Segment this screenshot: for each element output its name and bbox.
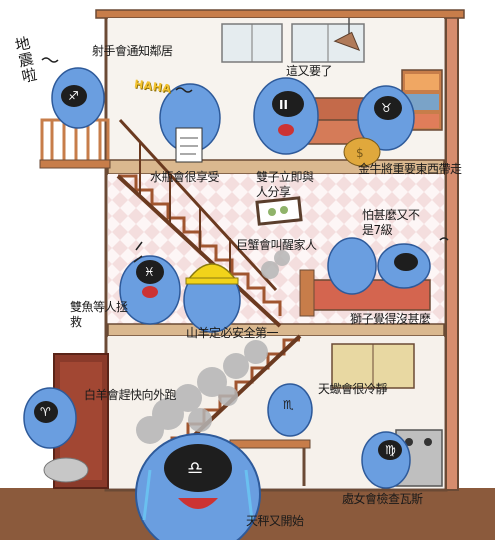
lamp-icon: [333, 18, 361, 51]
virgo-sign: ♍: [385, 443, 396, 457]
sagittarius-character: [51, 67, 105, 129]
libra-sign: ♎: [187, 458, 204, 479]
virgo-character: [361, 431, 411, 489]
aries-character: [23, 387, 89, 483]
gemini-fake-label: 這又要了: [286, 64, 333, 78]
pisces-character: [119, 255, 181, 325]
taurus-character: $: [343, 85, 415, 167]
aquarius-character: [159, 83, 221, 163]
shake-lines: [41, 57, 449, 263]
sagittarius-sign: ♐: [68, 89, 79, 103]
virgo-afraid-label: 怕甚麼又不是7級: [362, 208, 420, 237]
leo-label: 獅子覺得沒甚麼: [350, 312, 431, 326]
gemini-label: 雙子立即與人分享: [256, 170, 314, 199]
gemini-sign: II: [279, 98, 288, 112]
cancer-character: [327, 237, 377, 295]
taurus-sign: ♉: [381, 101, 392, 115]
capricorn-label: 山羊定必安全第一: [186, 326, 279, 340]
libra-label: 天秤又開始: [246, 514, 304, 528]
libra-character: [135, 433, 261, 540]
aquarius-label: 水瓶會很享受: [150, 170, 220, 184]
virgo-label: 處女會檢查瓦斯: [342, 492, 423, 506]
aries-label: 白羊會趕快向外跑: [84, 388, 177, 402]
staircase-upper: [116, 118, 282, 328]
svg-text:$: $: [356, 146, 364, 160]
capricorn-character: [183, 263, 241, 333]
dust-cloud: [136, 250, 290, 444]
picture-frame: [255, 196, 303, 226]
leo-character: [377, 243, 431, 289]
scorpio-sign: ♏: [283, 398, 294, 412]
gemini-character: [253, 77, 319, 155]
sagittarius-label: 射手會通知鄰居: [92, 44, 173, 58]
pisces-label: 雙魚等人拯救: [70, 300, 128, 329]
scorpio-label: 天蠍會很冷靜: [318, 382, 388, 396]
aries-sign: ♈: [40, 405, 51, 419]
taurus-label: 金牛將重要東西帶走: [358, 162, 462, 176]
kitchen-shelf: [331, 343, 415, 389]
scorpio-character: [267, 383, 313, 437]
cancer-label: 巨蟹會叫醒家人: [236, 238, 317, 252]
pisces-sign: ♓: [144, 265, 155, 279]
